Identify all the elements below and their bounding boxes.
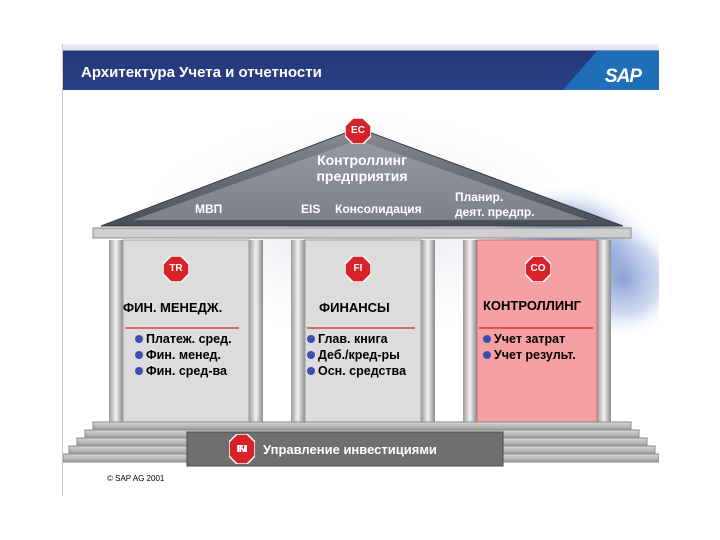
badge-tr-label: TR	[163, 263, 189, 274]
pillar-title-fin-management: ФИН. МЕНЕДЖ.	[123, 300, 222, 315]
slide: Архитектура Учета и отчетности SAP	[62, 44, 659, 496]
pillar-title-controlling: КОНТРОЛЛИНГ	[483, 298, 581, 313]
roof-item-eis: EIS	[301, 202, 320, 216]
list-item-label: Глав. книга	[318, 332, 388, 346]
badge-tr: TR	[163, 256, 189, 282]
roof-item-planning: Планир.	[455, 190, 503, 204]
list-item: Учет результ.	[483, 348, 576, 362]
badge-fi-im-line2: IM	[229, 445, 255, 455]
bullet-icon	[307, 367, 315, 375]
badge-fi-im: FI IM	[229, 434, 255, 464]
badge-co-label: CO	[525, 263, 551, 274]
list-item: Фин. менед.	[135, 348, 221, 362]
base-label: Управление инвестициями	[263, 442, 437, 457]
badge-ec: EC	[345, 118, 371, 144]
roof-title-line1: Контроллинг	[307, 152, 417, 168]
badge-fi-label: FI	[345, 263, 371, 274]
roof-item-planning-2: деят. предпр.	[455, 205, 535, 219]
bullet-icon	[483, 351, 491, 359]
list-item-label: Деб./кред-ры	[318, 348, 400, 362]
list-item-label: Осн. средства	[318, 364, 406, 378]
badge-co: CO	[525, 256, 551, 282]
bullet-icon	[135, 335, 143, 343]
list-item: Деб./кред-ры	[307, 348, 400, 362]
list-item-label: Учет затрат	[494, 332, 565, 346]
list-item: Учет затрат	[483, 332, 565, 346]
copyright: © SAP AG 2001	[107, 474, 164, 483]
bullet-icon	[135, 367, 143, 375]
roof-title-line2: предприятия	[307, 168, 417, 184]
roof-item-mvp: МВП	[195, 202, 222, 216]
bullet-icon	[135, 351, 143, 359]
list-item-label: Платеж. сред.	[146, 332, 232, 346]
list-item-label: Фин. менед.	[146, 348, 221, 362]
list-item: Глав. книга	[307, 332, 388, 346]
list-item: Платеж. сред.	[135, 332, 232, 346]
badge-fi-im-label: FI IM	[229, 438, 255, 448]
list-item: Осн. средства	[307, 364, 406, 378]
pillar-title-finance: ФИНАНСЫ	[319, 300, 390, 315]
badge-ec-label: EC	[345, 125, 371, 136]
list-item-label: Учет результ.	[494, 348, 576, 362]
roof-title: Контроллинг предприятия	[307, 152, 417, 184]
list-item-label: Фин. сред-ва	[146, 364, 227, 378]
roof-item-consolidation: Консолидация	[335, 202, 422, 216]
bullet-icon	[307, 351, 315, 359]
bullet-icon	[307, 335, 315, 343]
bullet-icon	[483, 335, 491, 343]
badge-fi: FI	[345, 256, 371, 282]
list-item: Фин. сред-ва	[135, 364, 227, 378]
